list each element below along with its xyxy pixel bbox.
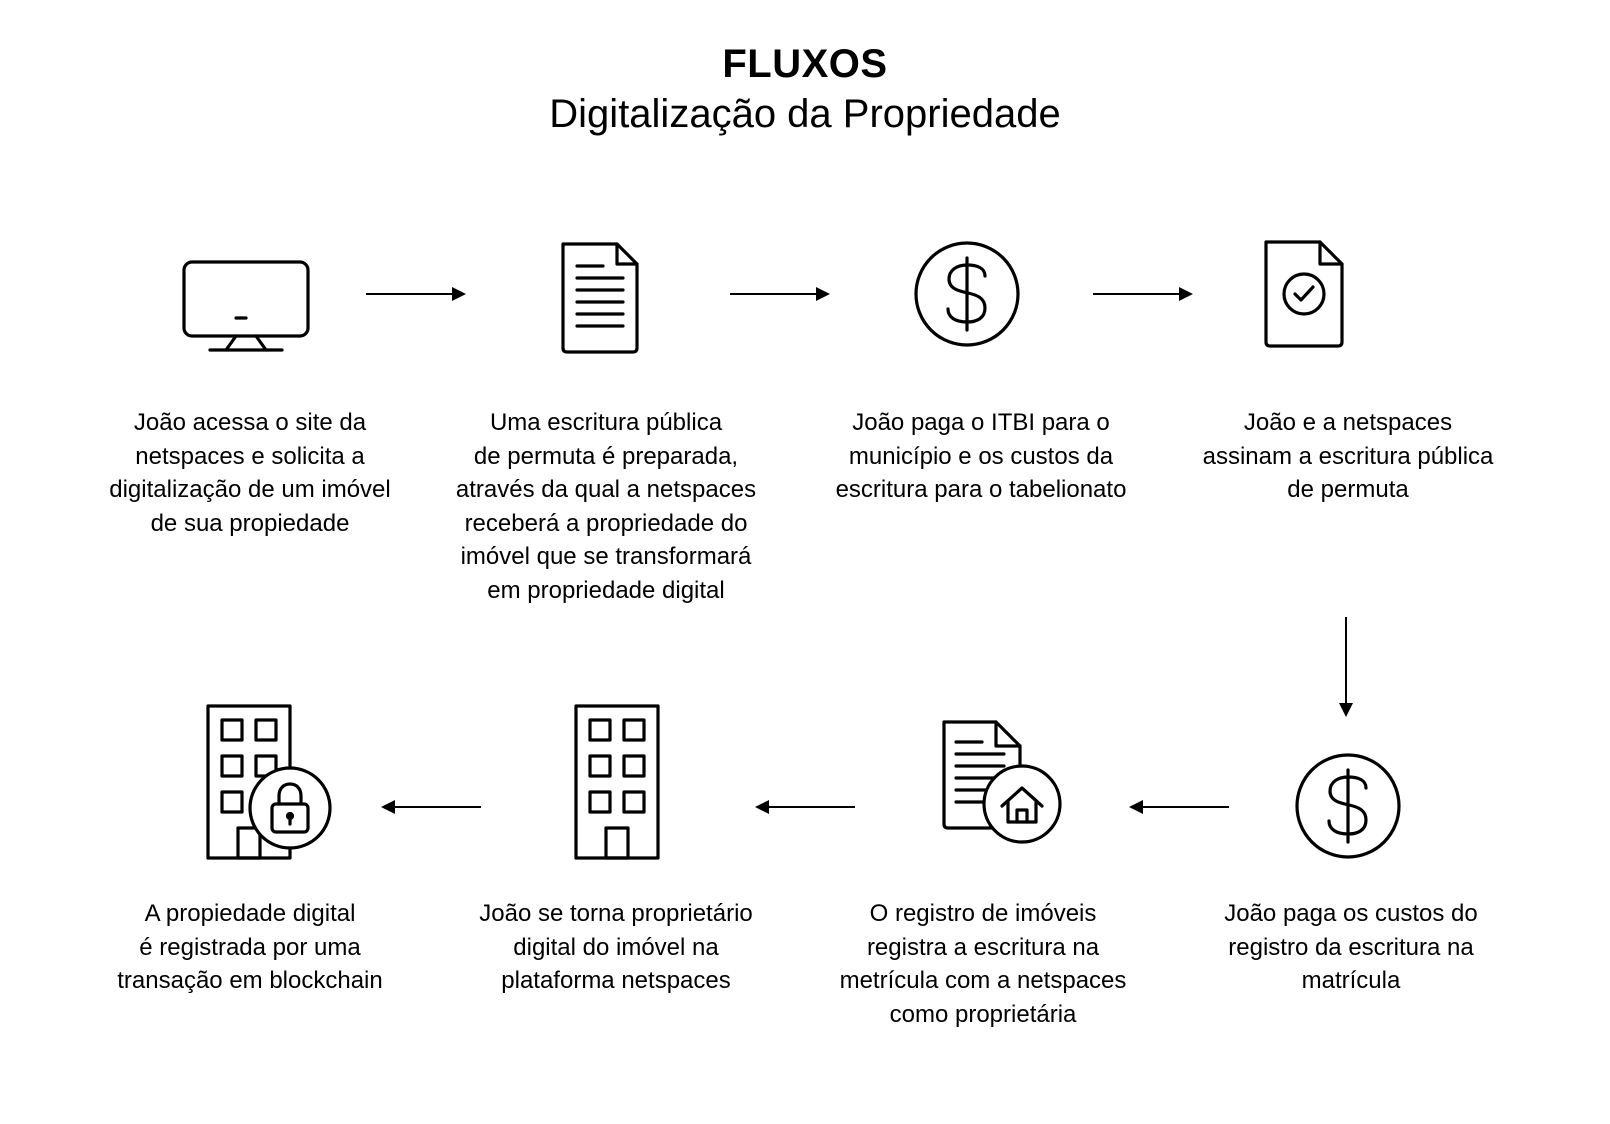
step-7-caption: João se torna proprietário digital do im…: [479, 900, 753, 994]
step-4-caption: João e a netspaces assinam a escritura p…: [1202, 409, 1494, 503]
building-lock-icon: [202, 700, 336, 860]
monitor-icon: [178, 252, 314, 364]
diagram-subtitle: Digitalização da Propriedade: [549, 92, 1061, 136]
step-5-caption: João paga os custos do registro da escri…: [1224, 900, 1478, 994]
arrow-right-1: [366, 287, 466, 301]
step-8-caption: A propiedade digital é registrada por um…: [117, 900, 383, 994]
step-6-caption: O registro de imóveis registra a escritu…: [839, 900, 1127, 1028]
document-icon: [553, 236, 647, 360]
step-1-caption: João acessa o site da netspaces e solici…: [109, 409, 391, 537]
arrow-left-1: [1129, 800, 1229, 814]
step-3-caption: João paga o ITBI para o município e os c…: [835, 409, 1127, 503]
dollar-icon: [913, 240, 1021, 348]
arrow-right-2: [730, 287, 830, 301]
arrow-right-3: [1093, 287, 1193, 301]
document-house-icon: [938, 716, 1068, 856]
arrow-down: [1339, 617, 1353, 717]
arrow-left-3: [381, 800, 481, 814]
diagram-title: FLUXOS: [722, 42, 888, 86]
step-2-caption: Uma escritura pública de permuta é prepa…: [455, 409, 757, 604]
dollar-icon: [1294, 752, 1402, 860]
building-icon: [570, 700, 662, 860]
signed-document-icon: [1258, 234, 1350, 354]
arrow-left-2: [755, 800, 855, 814]
